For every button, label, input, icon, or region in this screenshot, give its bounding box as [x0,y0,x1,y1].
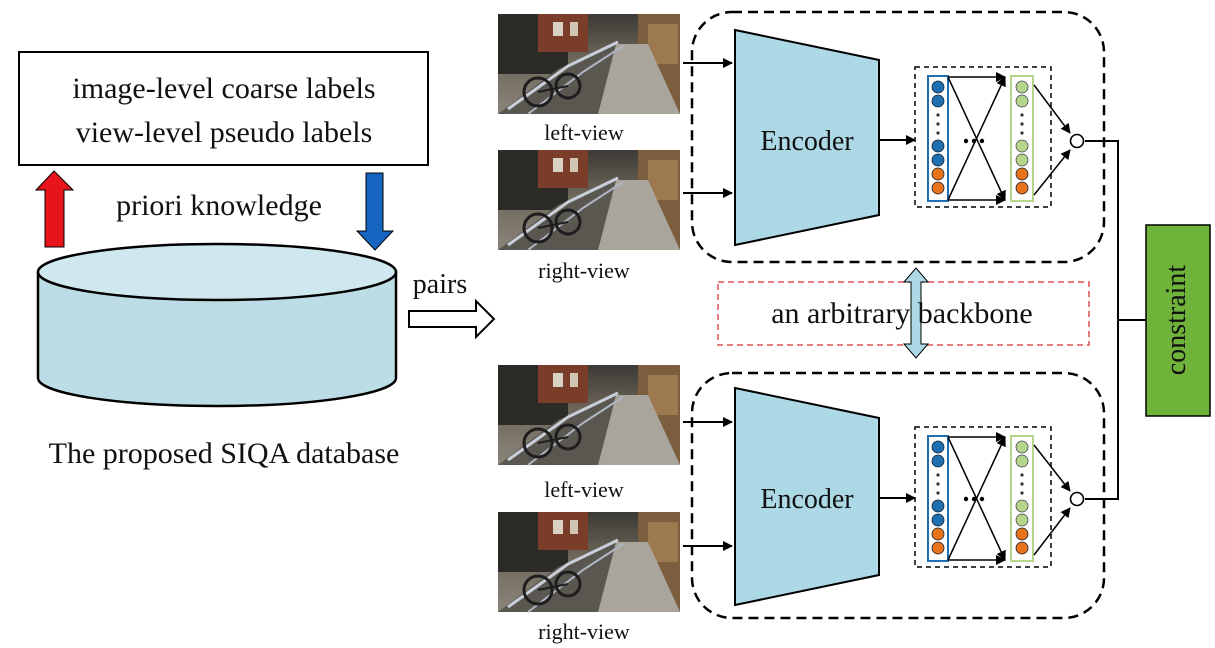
fc-network [914,66,1052,208]
branch-container [690,10,1106,264]
output-node [1069,133,1085,149]
down-arrow-icon [355,172,395,251]
encoder-label: Encoder [760,484,854,515]
database-cylinder [36,242,398,408]
double-vertical-arrow-icon [902,267,930,359]
left-view-thumbnail [496,363,682,467]
hollow-right-arrow-icon [408,298,496,340]
encoder [734,386,880,607]
constraint-box [1145,224,1211,417]
backbone-box [717,281,1090,346]
constraint-label: constraint [1161,265,1192,376]
label-line-image-level: image-level coarse labels [72,72,375,105]
right-view-caption: right-view [538,619,630,644]
left-view-thumbnail [496,12,682,116]
fc-network [914,426,1052,568]
constraint-connector-bottom [1085,320,1119,500]
right-view-thumbnail [496,148,682,252]
right-view-caption: right-view [538,258,630,283]
pairs-label: pairs [413,269,467,300]
database-caption: The proposed SIQA database [49,437,400,470]
left-view-caption: left-view [544,477,624,502]
encoder-label: Encoder [760,126,854,157]
branch-container [690,371,1106,620]
encoder [734,28,880,247]
top-branch: left-view right-view Encoder [496,10,1106,283]
left-view-caption: left-view [544,120,624,145]
up-arrow-icon [34,170,75,248]
constraint-connector-top [1085,140,1146,321]
label-box [18,51,429,166]
right-view-thumbnail [496,510,682,614]
output-node [1069,491,1085,507]
priori-knowledge-label: priori knowledge [116,189,322,222]
label-line-view-level: view-level pseudo labels [76,116,373,149]
backbone-label: an arbitrary backbone [771,297,1033,330]
bottom-branch: left-view right-view Encoder [496,363,1106,644]
